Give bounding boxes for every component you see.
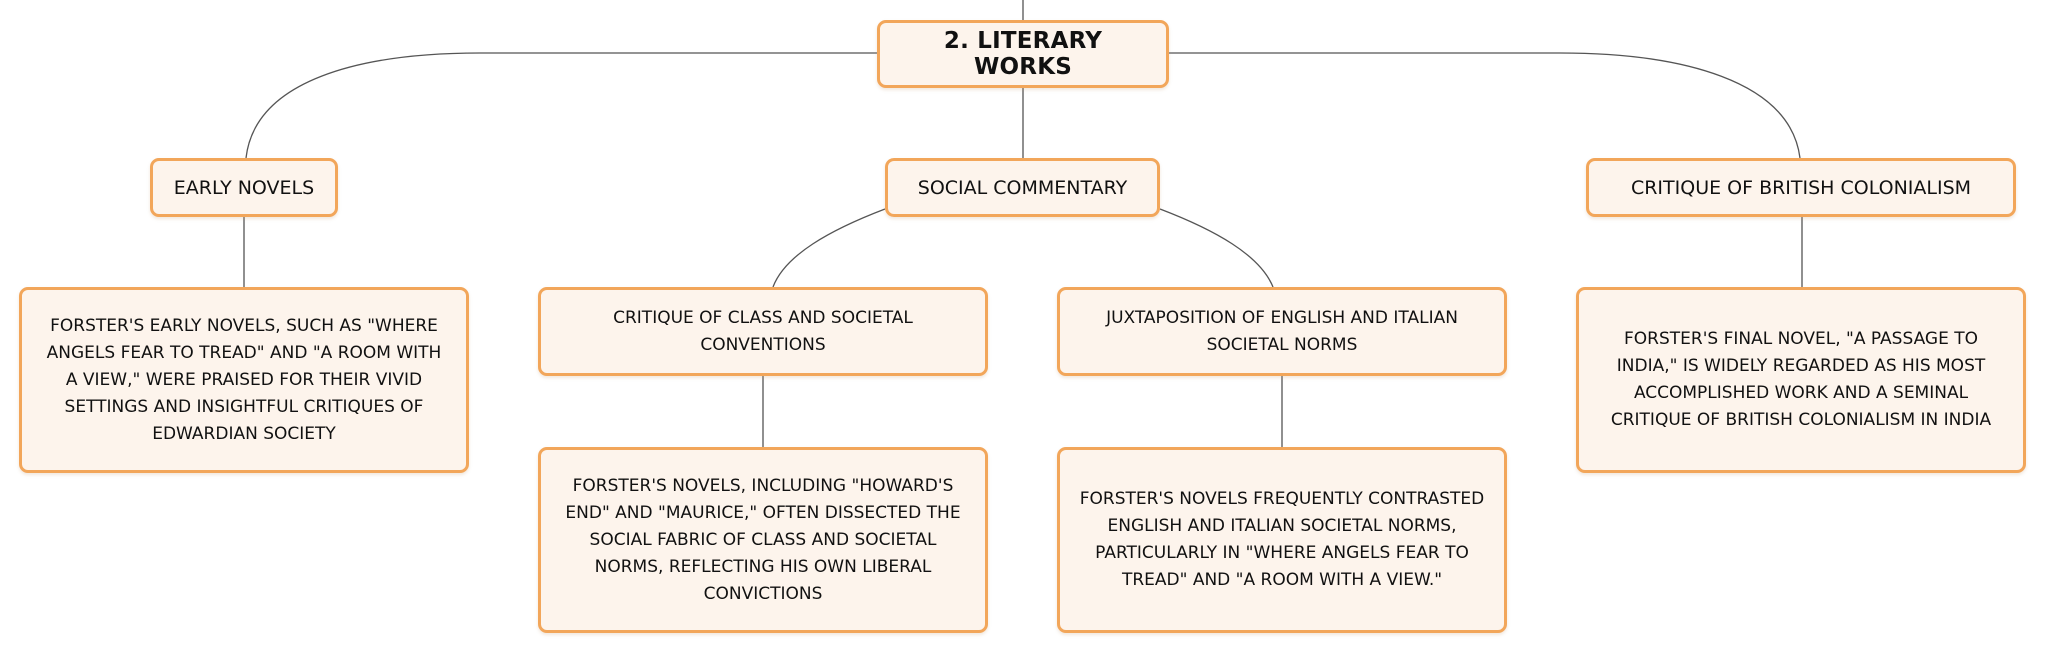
- class-critique-detail-node[interactable]: FORSTER'S NOVELS, INCLUDING "HOWARD'S EN…: [538, 447, 988, 633]
- colonialism-label: CRITIQUE OF BRITISH COLONIALISM: [1630, 176, 1972, 199]
- social-commentary-node[interactable]: SOCIAL COMMENTARY: [885, 158, 1160, 217]
- class-critique-label: CRITIQUE OF CLASS AND SOCIETAL CONVENTIO…: [613, 307, 913, 355]
- colonialism-detail-node[interactable]: FORSTER'S FINAL NOVEL, "A PASSAGE TO IND…: [1576, 287, 2026, 473]
- colonialism-node[interactable]: CRITIQUE OF BRITISH COLONIALISM: [1586, 158, 2016, 217]
- juxtaposition-label: JUXTAPOSITION OF ENGLISH AND ITALIAN SOC…: [1106, 307, 1458, 355]
- class-critique-detail: FORSTER'S NOVELS, INCLUDING "HOWARD'S EN…: [565, 475, 961, 604]
- connector-root-to-colonialism: [1169, 52, 1801, 159]
- root-node[interactable]: 2. LITERARY WORKS: [877, 20, 1169, 88]
- connector-social-to-juxtaposition: [1159, 208, 1274, 288]
- early-novels-node[interactable]: EARLY NOVELS: [150, 158, 338, 217]
- class-critique-node[interactable]: CRITIQUE OF CLASS AND SOCIETAL CONVENTIO…: [538, 287, 988, 376]
- connector-root-to-early-novels: [245, 52, 877, 159]
- colonialism-detail: FORSTER'S FINAL NOVEL, "A PASSAGE TO IND…: [1610, 329, 1992, 430]
- juxtaposition-detail: FORSTER'S NOVELS FREQUENTLY CONTRASTED E…: [1079, 489, 1485, 590]
- root-label: 2. LITERARY WORKS: [943, 28, 1103, 80]
- social-commentary-label: SOCIAL COMMENTARY: [917, 176, 1128, 199]
- early-novels-label: EARLY NOVELS: [173, 176, 315, 199]
- juxtaposition-node[interactable]: JUXTAPOSITION OF ENGLISH AND ITALIAN SOC…: [1057, 287, 1507, 376]
- connector-social-to-class: [772, 208, 886, 288]
- juxtaposition-detail-node[interactable]: FORSTER'S NOVELS FREQUENTLY CONTRASTED E…: [1057, 447, 1507, 633]
- early-novels-detail: FORSTER'S EARLY NOVELS, SUCH AS "WHERE A…: [46, 315, 442, 444]
- early-novels-detail-node[interactable]: FORSTER'S EARLY NOVELS, SUCH AS "WHERE A…: [19, 287, 469, 473]
